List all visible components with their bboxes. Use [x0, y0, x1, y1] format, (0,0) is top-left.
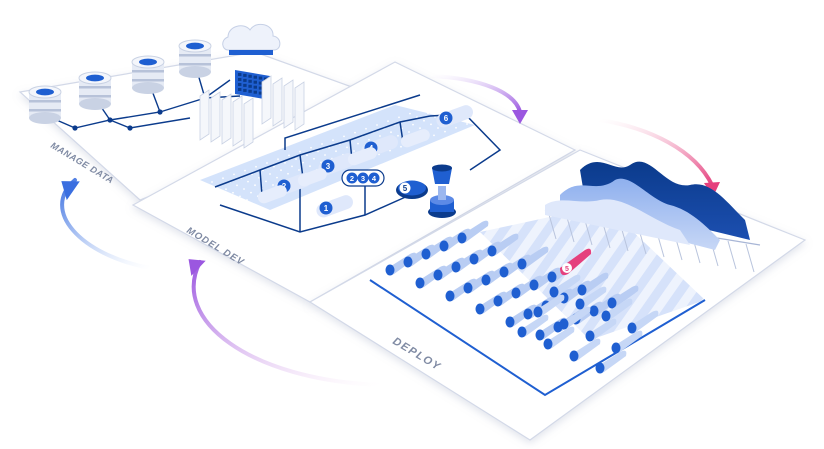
deploy-model-pill — [601, 298, 633, 322]
storage-panel — [232, 95, 243, 147]
storage-panel — [294, 81, 305, 131]
deploy-model-pill — [517, 314, 549, 338]
flow-arrow-top-purple — [428, 74, 528, 124]
deploy-model-pill — [595, 350, 627, 374]
storage-panel — [210, 91, 221, 143]
model-pill — [347, 147, 377, 166]
model-node-6: 6 — [436, 105, 473, 128]
deploy-model-pill — [457, 220, 489, 244]
axis-tick — [745, 243, 755, 273]
database-icon — [131, 55, 165, 94]
deploy-model-pill — [517, 246, 549, 270]
deploy-model-pill — [585, 318, 617, 342]
badge-label: 2 — [350, 174, 354, 183]
deploy-node-5: 5 — [560, 248, 592, 276]
deploy-model-pill — [575, 286, 607, 310]
model-node-1: 1 — [316, 195, 353, 218]
badge-2: 2 — [346, 172, 358, 184]
deploy-model-pill — [611, 330, 643, 354]
badge-3: 3 — [357, 172, 369, 184]
deploy-model-pill — [607, 285, 639, 309]
deploy-model-pill — [559, 306, 591, 330]
model-pill — [400, 129, 430, 148]
model-node-5: 5 — [396, 180, 428, 199]
deploy-model-pill — [627, 310, 659, 334]
model-node-3: 3 — [318, 153, 355, 176]
deploy-model-pill — [543, 326, 575, 350]
deploy-frame — [369, 279, 706, 397]
model-pill — [297, 168, 327, 187]
server-rack-icon — [235, 70, 270, 100]
axis-tick — [727, 240, 737, 270]
storage-panel — [261, 75, 272, 125]
deploy-model-pill — [577, 272, 609, 296]
storage-panel — [272, 77, 283, 127]
storage-panel — [283, 79, 294, 129]
deploy-model-pill — [549, 274, 581, 298]
badge-4: 4 — [368, 172, 380, 184]
deploy-model-pill — [533, 294, 565, 318]
deploy-model-pill — [487, 233, 519, 257]
deploy-model-pill — [569, 338, 601, 362]
deploy-node-5-label: 5 — [565, 266, 569, 273]
badge-label: 3 — [361, 174, 365, 183]
model-node-label: 6 — [444, 114, 449, 123]
model-node-5-label: 5 — [403, 184, 408, 193]
model-pill — [257, 185, 287, 204]
model-node-label: 3 — [326, 162, 331, 171]
flow-arrow-model-to-deploy — [188, 259, 382, 387]
database-icon — [178, 39, 212, 78]
storage-panel — [199, 89, 210, 141]
database-icon — [78, 71, 112, 110]
badge-label: 4 — [372, 174, 377, 183]
storage-panel — [221, 93, 232, 145]
flow-arrow-manage-to-model — [60, 178, 152, 270]
deploy-zone — [480, 205, 705, 340]
deploy-waves — [545, 161, 750, 250]
model-node-label: 1 — [324, 204, 329, 213]
trophy-icon — [428, 164, 456, 218]
database-icon — [28, 85, 62, 124]
storage-panel — [243, 97, 254, 149]
cloud-icon — [222, 23, 281, 55]
